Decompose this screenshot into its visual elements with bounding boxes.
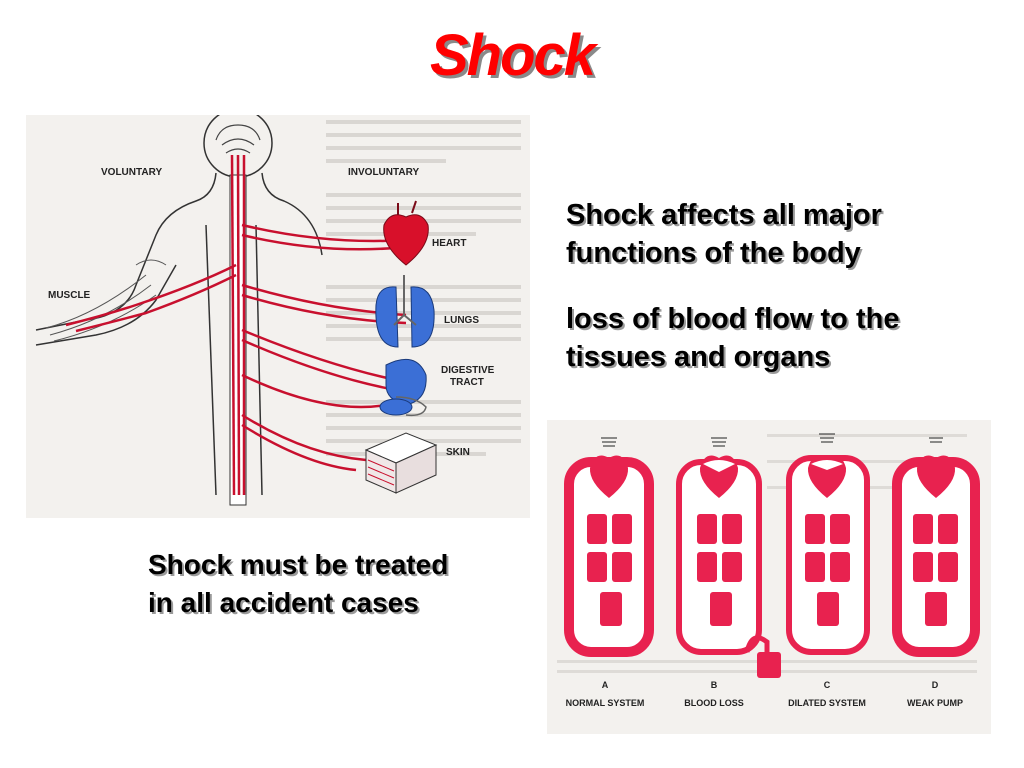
panel-label-c: DILATED SYSTEM [788, 698, 866, 708]
label-involuntary: INVOLUNTARY [348, 167, 419, 178]
panel-label-b: BLOOD LOSS [684, 698, 744, 708]
label-digestive: DIGESTIVE [441, 365, 495, 376]
circulation-illustration: A NORMAL SYSTEM B BLOOD LOSS C DILATED S… [557, 433, 980, 708]
nervous-system-diagram: VOLUNTARY INVOLUNTARY MUSCLE HEART LUNGS… [26, 115, 530, 518]
circulation-panel-b [676, 437, 781, 678]
panel-label-d: WEAK PUMP [907, 698, 963, 708]
circulation-panel-a [564, 437, 654, 657]
circulation-diagram: A NORMAL SYSTEM B BLOOD LOSS C DILATED S… [547, 420, 991, 734]
circulation-panel-d [892, 437, 980, 657]
panel-letter-d: D [932, 680, 939, 690]
panel-letter-a: A [602, 680, 609, 690]
slide-title: Shock [429, 23, 596, 88]
brain [215, 124, 261, 154]
label-tract: TRACT [450, 377, 484, 388]
nervous-system-illustration: VOLUNTARY INVOLUNTARY MUSCLE HEART LUNGS… [35, 115, 521, 506]
bullet-blood-flow: loss of blood flow to the tissues and or… [566, 303, 900, 373]
label-voluntary: VOLUNTARY [101, 167, 162, 178]
label-skin: SKIN [446, 447, 470, 458]
digestive-organ [379, 358, 427, 417]
heart-organ [383, 200, 429, 266]
panel-label-a: NORMAL SYSTEM [566, 698, 645, 708]
nerve-vessels [65, 154, 407, 496]
bullet-body-functions: Shock affects all major functions of the… [566, 199, 882, 269]
skin-block [364, 432, 438, 494]
label-heart: HEART [432, 238, 466, 249]
label-muscle: MUSCLE [48, 290, 91, 301]
lungs-organ [375, 275, 435, 348]
panel-letter-b: B [711, 680, 718, 690]
callout-treatment: Shock must be treated in all accident ca… [148, 549, 449, 618]
circulation-panel-c [786, 433, 870, 655]
panel-letter-c: C [824, 680, 831, 690]
label-lungs: LUNGS [444, 315, 479, 326]
